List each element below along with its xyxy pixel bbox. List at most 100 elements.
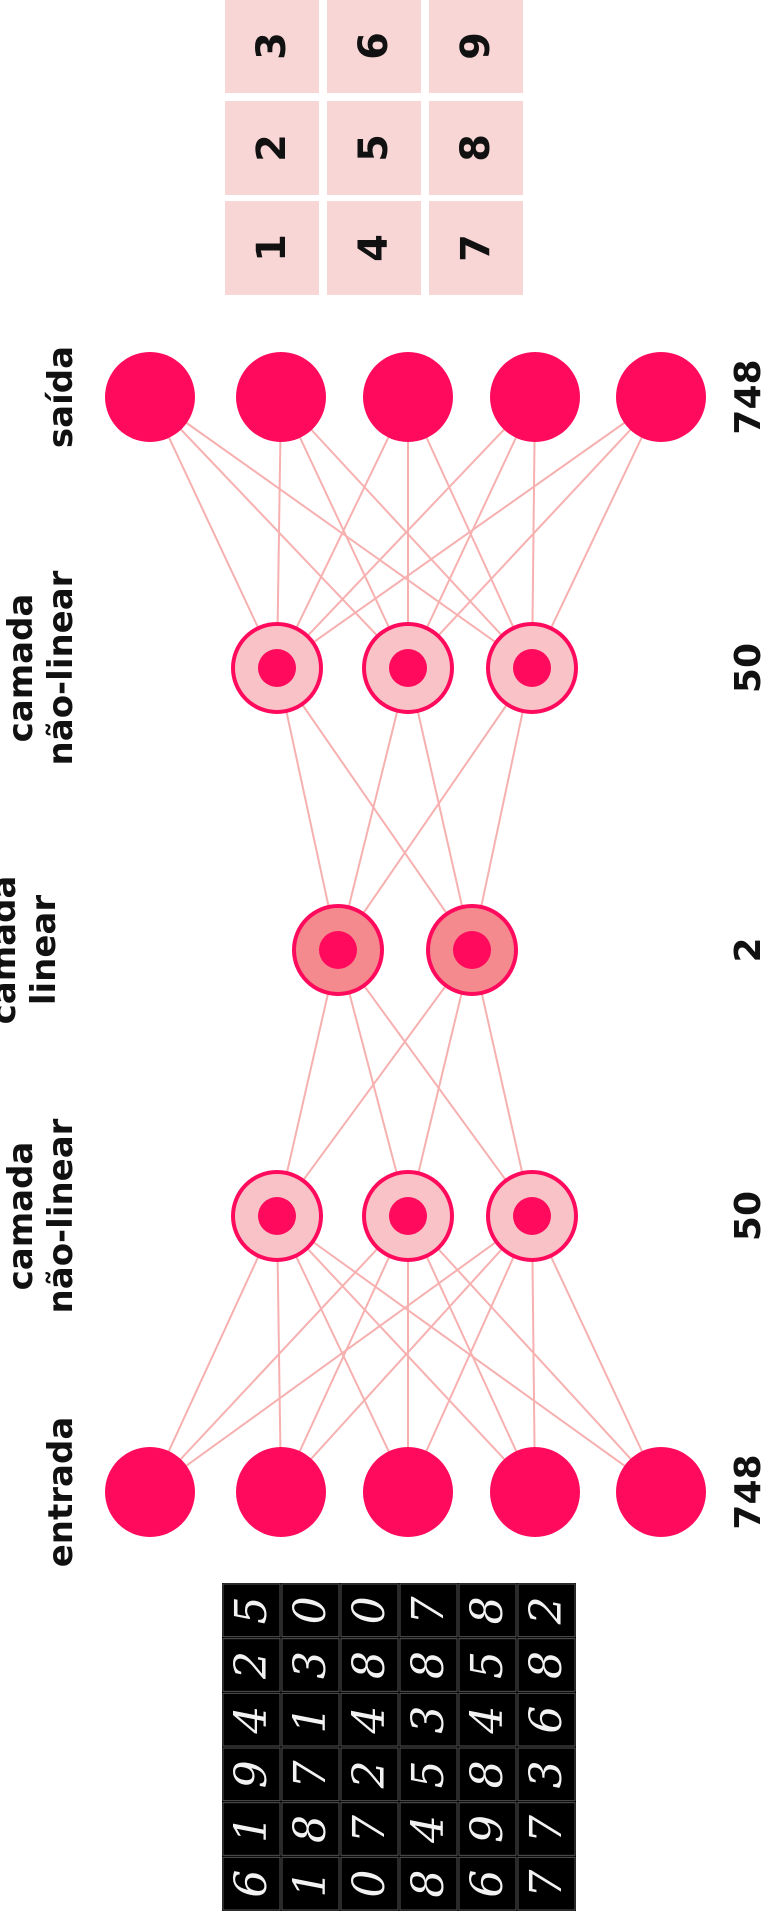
mnist-digit-4-3: 4 [462,1706,513,1735]
mnist-cell-5-4 [517,1638,576,1692]
mnist-background [222,1583,576,1911]
mnist-digit-5-2: 3 [521,1760,572,1788]
mnist-cell-2-1 [340,1802,399,1856]
mnist-cell-2-4 [340,1638,399,1692]
grid-cell-5 [327,101,421,195]
layer-label-1-line-1: não-linear [41,1118,81,1313]
mnist-digit-2-0: 0 [344,1870,395,1898]
layer-count-1: 50 [728,1191,769,1241]
edge-0-4-2 [531,1215,662,1493]
grid-digit-6: 6 [351,32,397,60]
mnist-digit-1-5: 0 [285,1596,336,1624]
layer-0-node-3 [490,1447,580,1537]
mnist-digit-0-5: 5 [226,1596,277,1624]
mnist-cell-0-0 [222,1856,281,1911]
grid-digit-7: 7 [453,234,499,262]
mnist-digit-2-2: 2 [344,1760,395,1789]
edge-1-2-0 [337,949,533,1217]
mnist-cell-1-5 [281,1583,340,1638]
layer-1-node-2-core [513,1197,551,1235]
edge-0-4-0 [276,1215,662,1493]
mnist-digit-1-0: 1 [285,1870,336,1898]
edge-0-2-0 [276,1215,409,1493]
mnist-digit-1-3: 1 [285,1706,336,1734]
grid-cell-2 [225,101,319,195]
edge-2-0-0 [276,667,339,951]
mnist-cell-4-0 [458,1856,517,1911]
edge-2-0-1 [337,667,409,951]
mnist-cell-0-4 [222,1638,281,1692]
edge-0-1-1 [280,1215,409,1493]
mnist-cell-2-0 [340,1856,399,1911]
layer-3-node-0-core [258,649,296,687]
edge-0-3-1 [407,1215,536,1493]
grid-digit-5: 5 [351,134,397,162]
mnist-digit-2-1: 7 [344,1815,395,1843]
mnist-digit-1-4: 3 [285,1651,336,1679]
mnist-digit-4-4: 5 [462,1651,513,1679]
mnist-cell-3-3 [399,1692,458,1747]
edges-group [149,396,662,1493]
mnist-cell-3-1 [399,1802,458,1856]
mnist-digit-3-0: 8 [403,1870,454,1898]
grid-digit-4: 4 [351,234,397,262]
grid-digit-3: 3 [249,32,295,60]
layer-count-0: 748 [728,1454,769,1529]
edge-3-2-1 [280,396,533,669]
layer-0-node-1 [236,1447,326,1537]
mnist-digit-5-5: 2 [521,1596,572,1625]
mnist-cell-5-2 [517,1747,576,1802]
mnist-cell-0-2 [222,1747,281,1802]
mnist-cell-0-1 [222,1802,281,1856]
layer-2-node-1-core [453,931,491,969]
nodes-group [105,352,706,1537]
edge-2-1-2 [471,667,533,951]
layer-label-2-line-1: linear [24,895,64,1006]
layer-label-1-line-0: camada [1,1142,41,1291]
edge-0-0-0 [149,1215,278,1493]
edge-0-3-0 [276,1215,536,1493]
mnist-cell-5-1 [517,1802,576,1856]
layer-label-4-line-0: saída [41,346,81,448]
mnist-digit-4-1: 9 [462,1815,513,1843]
edge-3-2-0 [149,396,533,669]
layer-label-0-line-0: entrada [41,1417,81,1568]
mnist-digit-5-3: 6 [521,1706,572,1734]
layer-3-node-1-core [389,649,427,687]
mnist-digit-0-4: 2 [226,1651,277,1680]
mnist-digit-2-5: 0 [344,1596,395,1624]
edge-3-1-3 [407,396,536,669]
mnist-digit-0-0: 6 [226,1870,277,1898]
layer-4-node-4 [616,352,706,442]
mnist-cell-1-3 [281,1692,340,1747]
mnist-digit-3-2: 5 [403,1760,454,1788]
grid-digit-8: 8 [453,134,499,162]
edge-2-1-0 [276,667,473,951]
mnist-cell-3-5 [399,1583,458,1638]
layer-3-node-2-core [513,649,551,687]
edge-3-1-1 [280,396,409,669]
mnist-cell-1-1 [281,1802,340,1856]
layer-4-node-3 [490,352,580,442]
mnist-cell-0-5 [222,1583,281,1638]
mnist-digit-5-1: 7 [521,1815,572,1843]
mnist-digit-2-4: 8 [344,1651,395,1679]
layer-1-node-1-core [389,1197,427,1235]
mnist-cell-4-3 [458,1692,517,1747]
mnist-digit-3-3: 3 [403,1706,454,1734]
mnist-digit-3-5: 7 [403,1596,454,1624]
mnist-cell-2-2 [340,1747,399,1802]
grid-cell-7 [429,201,523,295]
grid-cell-1 [225,201,319,295]
mnist-cell-4-5 [458,1583,517,1638]
mnist-digit-1-2: 7 [285,1760,336,1788]
mnist-cell-1-2 [281,1747,340,1802]
mnist-digit-2-3: 4 [344,1706,395,1735]
layer-count-2: 2 [728,937,769,962]
layer-label-2-line-0: camada [0,876,24,1025]
layer-0-node-2 [363,1447,453,1537]
edge-3-2-4 [531,396,662,669]
mnist-cell-4-2 [458,1747,517,1802]
